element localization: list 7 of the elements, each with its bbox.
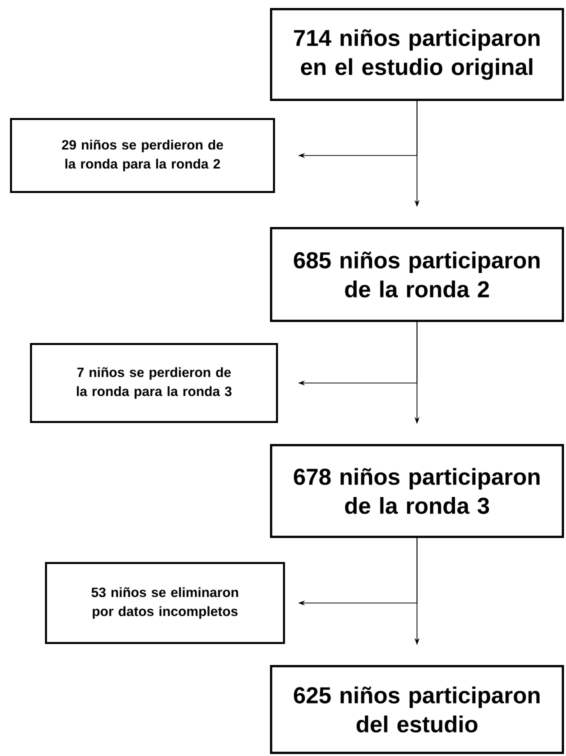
exclusion-box: 7 niños se perdieron de la ronda para la ronda 3 [30,343,278,423]
stage-box: 678 niños participaron de la ronda 3 [270,444,564,538]
exclusion-box: 53 niños se eliminaron por datos incompletos [45,562,285,644]
exclusion-box: 29 niños se perdieron de la ronda para la ronda 2 [10,118,275,193]
stage-box: 625 niños participaron del estudio [270,665,564,754]
stage-box: 685 niños participaron de la ronda 2 [270,227,564,322]
stage-box: 714 niños participaron en el estudio original [270,8,564,101]
